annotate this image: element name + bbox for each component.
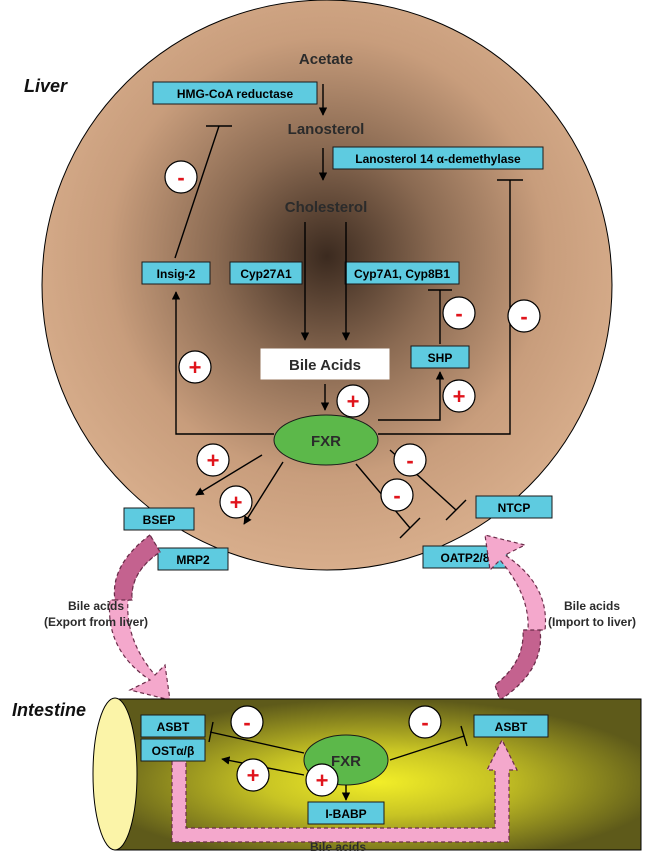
ibabp-box [307,801,385,825]
fxr-inhibits-asbt-right-bar [460,725,468,747]
plus-sign-bile-fxr: + [336,384,370,418]
fxr-inhibits-ntcp-bar [445,499,467,521]
cyp27a1-box [229,261,303,285]
minus-sign-asbt-left: - [230,705,264,739]
shp-box [410,345,470,369]
fxr-to-insig2-arrow [171,291,274,435]
svg-text:-: - [406,448,413,473]
minus-sign-oatp: - [380,478,414,512]
import-label-2: (Import to liver) [548,615,636,629]
fxr-liver-label: FXR [311,433,341,450]
svg-text:+: + [453,384,466,409]
lanosterol-label: Lanosterol [288,121,365,138]
svg-text:+: + [316,768,329,793]
insig2-box [141,261,211,285]
asbt-right-box [473,714,549,738]
hmg-coa-reductase-box [152,81,318,105]
plus-sign-ibabp: + [305,763,339,797]
shp-label: SHP [428,351,453,365]
minus-sign-ntcp: - [393,443,427,477]
ibabp-label: I-BABP [325,807,366,821]
lanosterol-demethylase-box [332,146,544,170]
intestine-bile-flow [171,738,518,843]
hmg-coa-reductase-label: HMG-CoA reductase [177,87,294,101]
lanosterol-demethylase-label: Lanosterol 14 α-demethylase [355,152,521,166]
mrp2-label: MRP2 [176,553,210,567]
intestine-end [92,697,138,851]
acetate-label: Acetate [299,51,353,68]
plus-sign-mrp2: + [219,485,253,519]
asbt-left-label: ASBT [157,720,190,734]
oatp-label: OATP2/8 [440,551,489,565]
svg-text:-: - [520,304,527,329]
ost-label: OSTα/β [152,744,195,758]
fxr-inhibits-asbt-right-line [389,735,465,761]
svg-text:+: + [207,448,220,473]
fxr-to-mrp2-arrow [243,461,284,525]
minus-sign-asbt-right: - [408,705,442,739]
minus-sign-insig2: - [164,160,198,194]
svg-text:-: - [177,165,184,190]
plus-sign-bsep: + [196,443,230,477]
cholesterol-label: Cholesterol [285,199,368,216]
fxr-to-shp-arrow [378,371,445,421]
mrp2-box [157,547,229,571]
intestine-label: Intestine [12,700,86,720]
svg-text:+: + [230,490,243,515]
ntcp-label: NTCP [498,501,531,515]
cyp27a1-label: Cyp27A1 [240,267,292,281]
fxr-inhibits-asbt-left-line [209,731,305,754]
svg-text:-: - [455,301,462,326]
plus-sign-ost: + [236,758,270,792]
asbt-right-label: ASBT [495,720,528,734]
bile-acids-box [260,348,390,380]
import-arrow-dark [494,629,542,701]
svg-text:+: + [189,355,202,380]
fxr-inhibits-demethylase-line [378,180,511,435]
import-label-1: Bile acids [564,599,620,613]
insig2-label: Insig-2 [157,267,196,281]
plus-sign-shp: + [442,379,476,413]
export-arrow-dark [113,534,161,601]
asbt-left-box [140,714,206,738]
fxr-intestine-label: FXR [331,753,361,770]
cyp7a1-label: Cyp7A1, Cyp8B1 [354,267,450,281]
export-label-1: Bile acids [68,599,124,613]
bsep-box [123,507,195,531]
fxr-inhibits-asbt-left-bar [208,721,214,743]
minus-sign-demethylase: - [507,299,541,333]
bsep-label: BSEP [143,513,176,527]
liver-label: Liver [24,76,68,96]
svg-text:+: + [247,763,260,788]
insig2-inhibits-hmg-line [174,125,220,259]
svg-text:+: + [347,389,360,414]
cyp7a1-box [344,261,460,285]
fxr-inhibits-oatp-bar [399,517,421,539]
svg-text:-: - [243,710,250,735]
fxr-liver [273,414,379,466]
plus-sign-insig2: + [178,350,212,384]
svg-text:-: - [421,710,428,735]
export-label-2: (Export from liver) [44,615,148,629]
minus-sign-shp: - [442,296,476,330]
ntcp-box [475,495,553,519]
liver-cell [41,0,613,571]
intestine-bile-label: Bile acids [310,840,366,854]
svg-text:-: - [393,483,400,508]
ost-box [140,738,206,762]
fxr-to-bsep-arrow [195,454,263,496]
bile-acids-label: Bile Acids [289,357,361,374]
